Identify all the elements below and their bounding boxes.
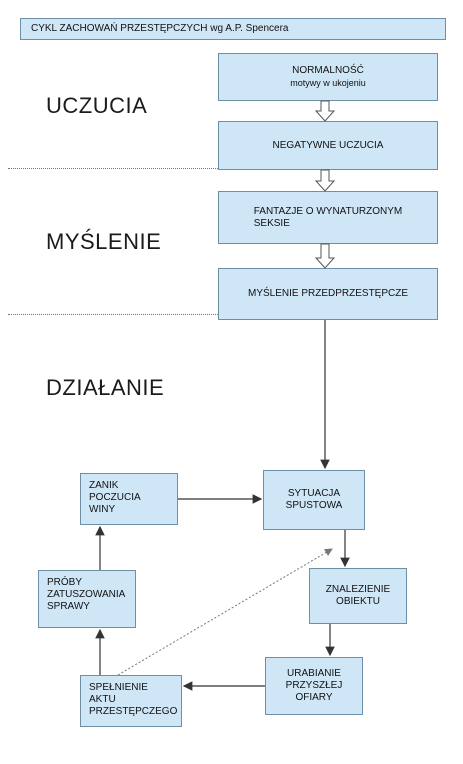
box-spelnienie-aktu: SPEŁNIENIE AKTU PRZESTĘPCZEGO (80, 675, 182, 727)
section-label-thinking: MYŚLENIE (46, 229, 162, 254)
box-znalezienie-line2: OBIEKTU (336, 596, 380, 607)
box-sytuacja-spustowa: SYTUACJA SPUSTOWA (263, 470, 365, 530)
diagram-title-text: CYKL ZACHOWAŃ PRZESTĘPCZYCH wg A.P. Spen… (31, 23, 289, 34)
diagram-title: CYKL ZACHOWAŃ PRZESTĘPCZYCH wg A.P. Spen… (20, 18, 446, 40)
box-spelnienie-line3: PRZESTĘPCZEGO (89, 706, 178, 717)
box-zanik-line1: ZANIK (89, 480, 119, 491)
box-spelnienie-line2: AKTU (89, 694, 116, 705)
box-urabianie-ofiary: URABIANIE PRZYSZŁEJ OFIARY (265, 657, 363, 715)
hollow-arrow-1 (314, 100, 336, 122)
box-proby-line2: ZATUSZOWANIA (47, 589, 126, 600)
box-zanik-poczucia-winy: ZANIK POCZUCIA WINY (80, 473, 178, 525)
hollow-arrow-2 (314, 169, 336, 192)
box-normalnosc-subtitle: motywy w ukojeniu (290, 78, 366, 88)
section-label-feelings: UCZUCIA (46, 93, 148, 118)
box-proby-line3: SPRAWY (47, 601, 90, 612)
section-divider-1 (8, 168, 218, 169)
hollow-arrow-3 (314, 243, 336, 269)
arrow-spelnienie-to-sytuacja-dotted (117, 548, 333, 676)
section-label-action: DZIAŁANIE (46, 375, 165, 400)
box-fantazje-line1: FANTAZJE O WYNATURZONYM (253, 205, 403, 217)
box-myslenie-przedprzestepcze: MYŚLENIE PRZEDPRZESTĘPCZE (218, 268, 438, 320)
box-znalezienie-obiektu: ZNALEZIENIE OBIEKTU (309, 568, 407, 624)
box-urabianie-line3: OFIARY (295, 692, 333, 703)
box-znalezienie-line1: ZNALEZIENIE (325, 584, 391, 595)
section-divider-2 (8, 314, 218, 315)
box-normalnosc-title: NORMALNOŚĆ (292, 65, 364, 76)
box-proby-zatuszowania: PRÓBY ZATUSZOWANIA SPRAWY (38, 570, 136, 628)
box-proby-line1: PRÓBY (47, 577, 83, 588)
box-normalnosc: NORMALNOŚĆ motywy w ukojeniu (218, 53, 438, 101)
box-zanik-line2: POCZUCIA (89, 492, 141, 503)
box-sytuacja-line2: SPUSTOWA (285, 500, 343, 511)
box-urabianie-line1: URABIANIE (287, 668, 341, 679)
box-negatywne-uczucia-text: NEGATYWNE UCZUCIA (272, 139, 384, 151)
box-zanik-line3: WINY (89, 504, 116, 515)
box-spelnienie-line1: SPEŁNIENIE (89, 682, 148, 693)
box-sytuacja-line1: SYTUACJA (287, 488, 341, 499)
box-fantazje: FANTAZJE O WYNATURZONYM SEKSIE (218, 191, 438, 244)
box-urabianie-line2: PRZYSZŁEJ (285, 680, 343, 691)
box-fantazje-line2: SEKSIE (253, 217, 290, 229)
box-myslenie-przedprzestepcze-text: MYŚLENIE PRZEDPRZESTĘPCZE (247, 288, 409, 299)
